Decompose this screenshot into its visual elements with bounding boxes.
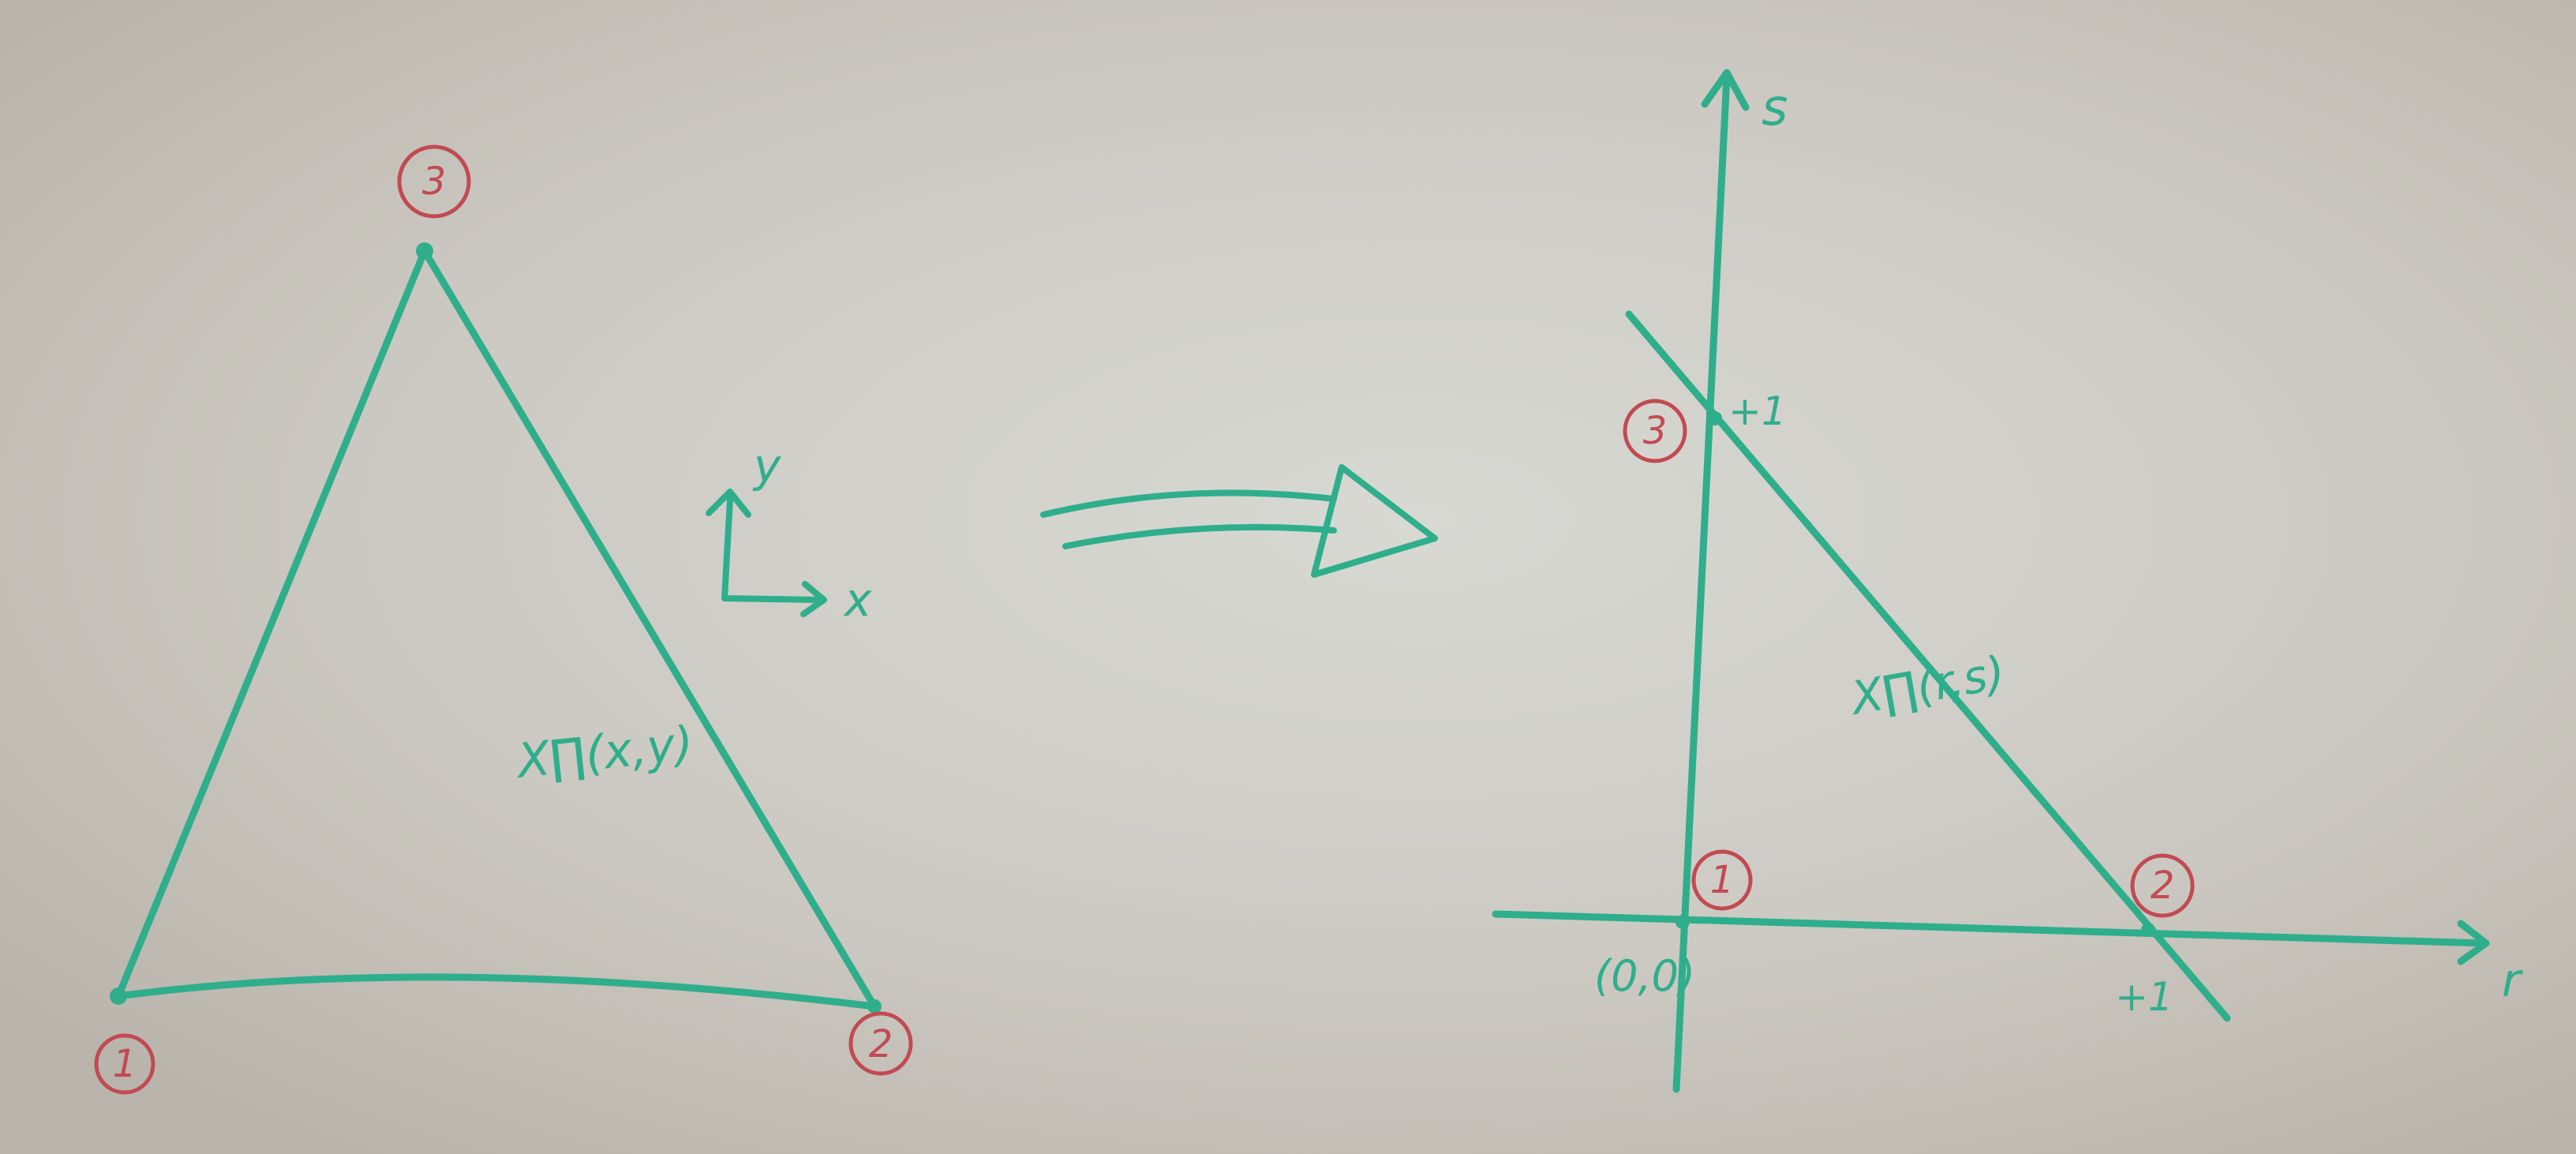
s-axis-arrow-head	[1701, 69, 1750, 111]
y-axis-label: y	[752, 439, 781, 493]
mapping-arrow-line-lower	[1062, 523, 1337, 549]
x-arrow-head	[800, 581, 827, 617]
node-label-1: 1	[1691, 849, 1753, 911]
physical-element: 3 1 2 y x X∏(x,y)	[94, 144, 913, 1095]
r-axis	[1492, 910, 2488, 947]
reference-element: s r 3 1 2 +1 +1 (0,0) X∏(r,s)	[1492, 69, 2523, 1093]
s-axis-label: s	[1762, 79, 1788, 137]
mapping-arrow-line-upper	[1040, 489, 1337, 518]
node-label-2: 2	[2130, 853, 2195, 918]
node-label-2: 2	[848, 1011, 913, 1076]
r-tick-label: +1	[2115, 974, 2174, 1020]
svg-text:2: 2	[869, 1022, 893, 1066]
xy-axes: y x	[706, 439, 872, 627]
svg-text:3: 3	[1643, 409, 1668, 453]
hypotenuse	[1625, 310, 2231, 1022]
node-3-dot	[416, 242, 433, 260]
svg-text:1: 1	[1710, 858, 1735, 902]
r-axis-arrow-head	[2457, 920, 2490, 965]
xy-axis-lines	[721, 496, 824, 603]
y-arrow-head	[706, 489, 751, 518]
node-2-dot	[867, 999, 882, 1013]
edge-1-2	[114, 973, 878, 1010]
mapping-arrow-head	[1311, 464, 1438, 578]
node-3-dot	[1708, 411, 1722, 425]
node-label-1: 1	[94, 1033, 155, 1095]
mapping-arrow	[1040, 464, 1438, 578]
r-axis-label: r	[2502, 954, 2523, 1007]
origin-label: (0,0)	[1594, 951, 1695, 1001]
x-axis-label: x	[843, 573, 872, 627]
edge-1-3	[114, 247, 429, 1000]
node-label-3: 3	[1623, 399, 1687, 463]
svg-text:2: 2	[2151, 864, 2175, 908]
node-label-3: 3	[397, 144, 471, 219]
node-1-dot	[1676, 915, 1690, 929]
node-1-dot	[110, 987, 127, 1005]
edge-3-2	[421, 247, 878, 1010]
svg-text:1: 1	[113, 1042, 137, 1086]
node-2-dot	[2141, 923, 2155, 937]
s-tick-label: +1	[1728, 388, 1787, 434]
svg-text:3: 3	[422, 159, 447, 204]
